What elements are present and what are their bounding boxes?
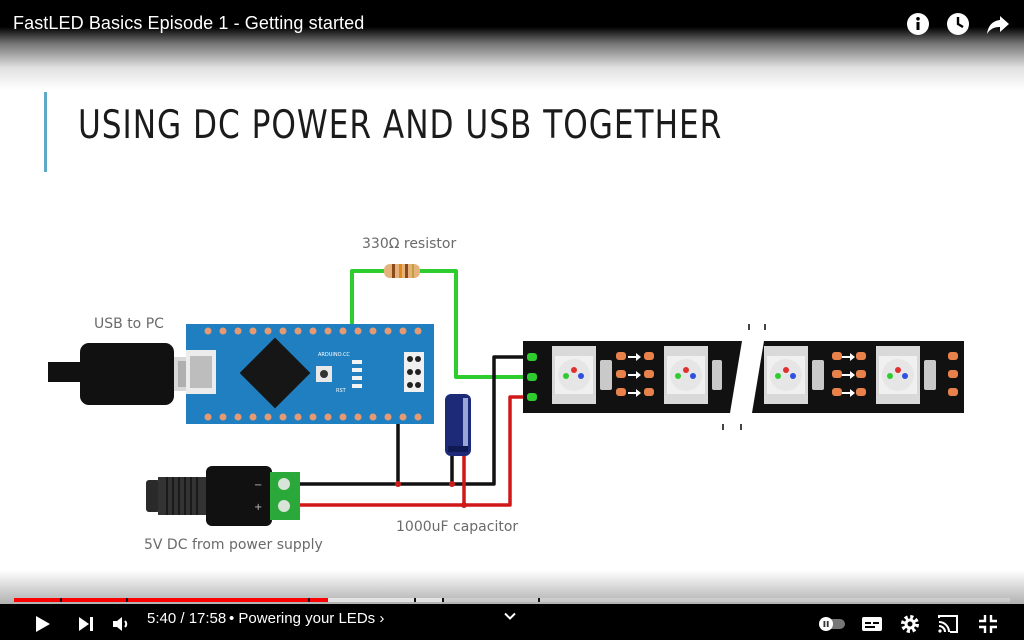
wire-d2-to-resistor [350,269,384,333]
progress-track [14,598,1010,602]
status-leds [352,360,362,388]
progress-played [14,598,328,602]
time-display: 5:40 / 17:58 [147,610,227,627]
top-overlay [0,0,1024,90]
usb-plug-icon [48,343,188,405]
strip-arrows [628,353,855,397]
chevron-right-icon: › [379,610,385,627]
wire-junctions [395,481,467,508]
arduino-board-icon: ARDUINO.CC RST [186,324,434,424]
capacitor-icon [445,394,471,456]
slide-accent-bar [44,92,47,172]
video-title[interactable]: FastLED Basics Episode 1 - Getting start… [13,13,365,33]
rst-label: RST [336,388,347,394]
volume-icon[interactable] [110,612,134,636]
strip-resistors [600,360,936,390]
top-actions [906,12,1010,36]
wire-resistor-to-di [420,269,536,379]
share-icon[interactable] [986,12,1010,36]
slide-title: USING DC POWER AND USB TOGETHER [78,103,723,148]
play-icon[interactable] [30,612,54,636]
chevron-down-icon[interactable] [500,606,520,626]
led-chip [552,346,596,404]
chapter-marker [60,598,62,602]
info-icon[interactable] [906,12,930,36]
arduino-top-pins [204,327,422,335]
dc-jack-icon: − + [146,466,300,526]
icsp-header-icon [404,352,424,392]
chapter-marker [442,598,444,602]
watch-later-icon[interactable] [946,12,970,36]
chapter-marker [308,598,310,602]
resistor-label: 330Ω resistor [362,236,457,252]
cut-marks [722,324,766,430]
chapter-marker [414,598,416,602]
led-strip-icon [523,324,964,430]
power-supply-label: 5V DC from power supply [144,537,323,553]
exit-fullscreen-icon[interactable] [976,612,1000,636]
strip-pads [527,353,537,401]
chapter-marker [538,598,540,602]
next-icon[interactable] [74,612,98,636]
player-controls: 5:40 / 17:58 • Powering your LEDs › [0,604,1024,640]
chapter-label: • Powering your LEDs [229,610,376,627]
settings-icon[interactable] [898,612,922,636]
wire-green [350,269,536,379]
resistor-icon [384,264,420,278]
progress-bar[interactable] [14,598,1010,602]
svg-text:−: − [254,480,262,491]
svg-text:+: + [254,502,262,513]
capacitor-label: 1000uF capacitor [396,519,519,535]
cast-icon[interactable] [936,612,960,636]
arduino-bottom-pins [204,413,422,421]
strip-copper-pads [616,352,958,396]
chapter-marker [126,598,128,602]
autoplay-toggle[interactable] [816,612,848,636]
chapter-title[interactable]: • Powering your LEDs › [229,610,384,627]
arduino-cc-label: ARDUINO.CC [318,352,350,358]
usb-label: USB to PC [94,316,164,332]
subtitles-icon[interactable] [860,612,884,636]
